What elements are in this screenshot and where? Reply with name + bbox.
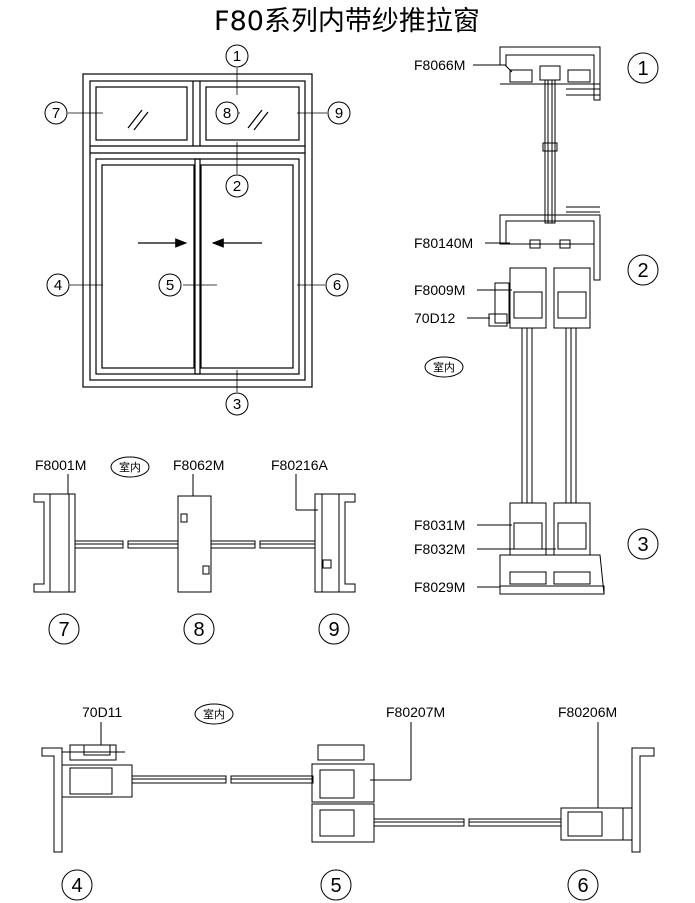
callout-4: 4 — [46, 273, 70, 297]
svg-text:7: 7 — [52, 105, 60, 122]
outer-frame — [82, 73, 313, 388]
indoor-badge: 室内 — [424, 356, 464, 378]
top-section-labels: F8001M F8062M F80216A 室内 7 8 9 — [35, 456, 350, 645]
elevation-callouts: 1 7 8 9 2 4 5 6 3 — [44, 44, 351, 416]
profile-label: F8032M — [414, 541, 465, 557]
top-horizontal-section — [33, 474, 356, 593]
vertical-section-labels: F8066M F80140M F8009M 70D12 F8031M F8032… — [414, 52, 659, 595]
profile-label: F8029M — [414, 579, 465, 595]
svg-text:8: 8 — [193, 619, 204, 641]
profile-label: F80140M — [414, 235, 473, 251]
profile-label: 70D12 — [414, 310, 455, 326]
svg-text:3: 3 — [233, 396, 241, 413]
page-title: F80系列内带纱推拉窗 — [214, 6, 480, 37]
section-marker-4: 4 — [61, 869, 93, 901]
svg-text:9: 9 — [335, 105, 343, 122]
profile-label: F8001M — [35, 457, 86, 473]
callout-6: 6 — [325, 273, 349, 297]
svg-text:2: 2 — [637, 260, 648, 282]
section-marker-2: 2 — [627, 254, 659, 286]
callout-8: 8 — [215, 101, 239, 125]
svg-text:室内: 室内 — [203, 707, 225, 721]
svg-text:1: 1 — [233, 48, 241, 65]
callout-2: 2 — [225, 174, 249, 198]
callout-3: 3 — [225, 392, 249, 416]
callout-5: 5 — [158, 273, 182, 297]
section-marker-8: 8 — [183, 613, 215, 645]
profile-label: F8066M — [414, 57, 465, 73]
callout-1: 1 — [225, 44, 249, 68]
svg-text:2: 2 — [233, 178, 241, 195]
bottom-section-labels: 70D11 F80207M F80206M 室内 4 5 6 — [61, 703, 617, 901]
window-elevation — [68, 68, 327, 392]
profile-label: F80216A — [271, 457, 328, 473]
svg-text:7: 7 — [58, 619, 69, 641]
svg-text:5: 5 — [330, 875, 341, 897]
svg-text:4: 4 — [71, 875, 82, 897]
section-marker-3: 3 — [627, 528, 659, 560]
svg-text:室内: 室内 — [433, 360, 455, 374]
profile-label: F8062M — [173, 457, 224, 473]
svg-text:1: 1 — [637, 58, 648, 80]
svg-text:4: 4 — [54, 277, 62, 294]
profile-label: 70D11 — [82, 704, 122, 720]
svg-text:8: 8 — [223, 105, 231, 122]
indoor-badge: 室内 — [110, 456, 150, 478]
callout-7: 7 — [44, 101, 68, 125]
section-marker-5: 5 — [320, 869, 352, 901]
section-marker-1: 1 — [627, 52, 659, 84]
profile-label: F8009M — [414, 282, 465, 298]
profile-label: F8031M — [414, 517, 465, 533]
svg-text:9: 9 — [328, 619, 339, 641]
bottom-horizontal-section — [41, 722, 655, 853]
svg-text:6: 6 — [577, 875, 588, 897]
profile-label: F80206M — [558, 704, 617, 720]
svg-text:6: 6 — [333, 277, 341, 294]
vertical-section — [467, 46, 605, 595]
svg-text:室内: 室内 — [119, 460, 141, 474]
profile-label: F80207M — [386, 704, 445, 720]
callout-9: 9 — [327, 101, 351, 125]
section-marker-7: 7 — [48, 613, 80, 645]
indoor-badge: 室内 — [194, 703, 234, 725]
section-marker-6: 6 — [567, 869, 599, 901]
section-marker-9: 9 — [318, 613, 350, 645]
svg-text:3: 3 — [637, 534, 648, 556]
svg-text:5: 5 — [166, 277, 174, 294]
